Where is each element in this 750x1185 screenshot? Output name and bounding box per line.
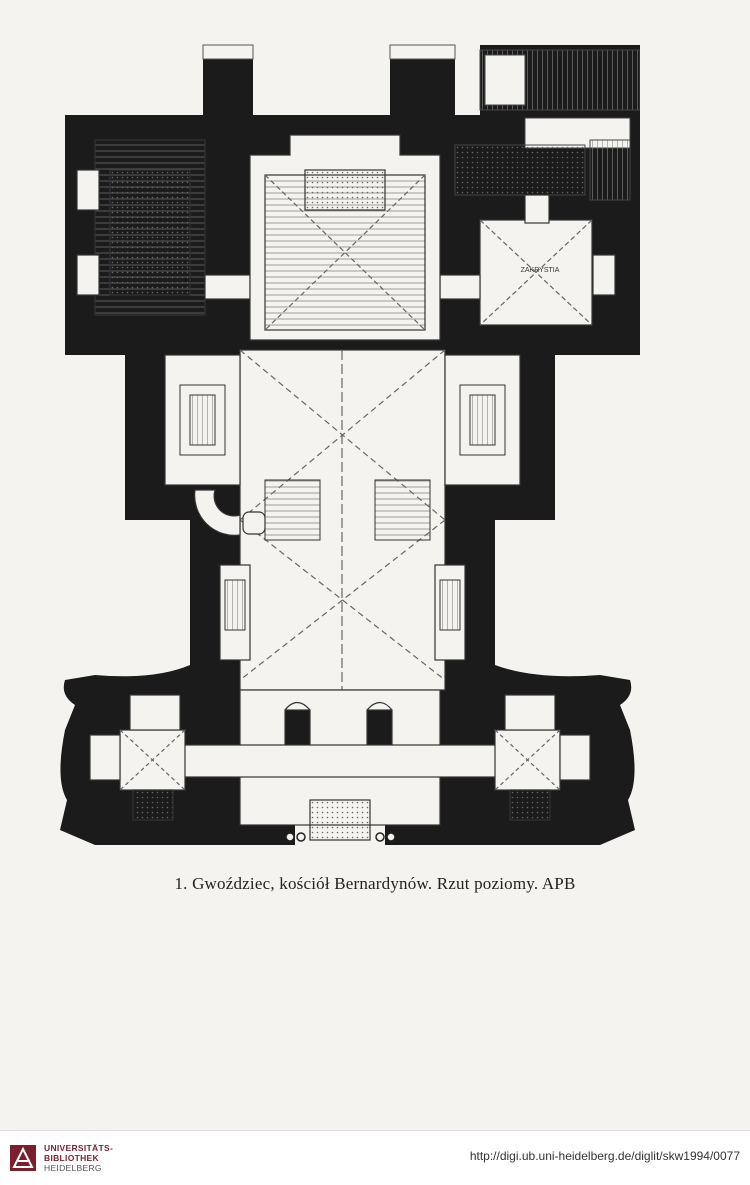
- university-seal-icon: [10, 1145, 36, 1171]
- spiral-stair: [194, 489, 266, 536]
- tower-tops: [202, 44, 456, 60]
- sacristy-room: [439, 194, 616, 326]
- sacristy-label: ZAKRYSTIA: [521, 267, 560, 274]
- library-logo[interactable]: UNIVERSITÄTS- BIBLIOTHEK HEIDELBERG: [8, 1139, 188, 1177]
- pews: [264, 479, 431, 541]
- figure-caption: 1. Gwoździec, kościół Bernardynów. Rzut …: [174, 874, 576, 893]
- vestibule: [129, 689, 561, 841]
- footer-bar: UNIVERSITÄTS- BIBLIOTHEK HEIDELBERG http…: [0, 1130, 750, 1185]
- library-name-line1: UNIVERSITÄTS-: [44, 1143, 114, 1153]
- entrance-columns: [285, 832, 396, 842]
- library-name: UNIVERSITÄTS- BIBLIOTHEK HEIDELBERG: [44, 1143, 113, 1173]
- left-upper-chapel: [76, 139, 251, 316]
- stair-block: [454, 49, 640, 201]
- chancel: [249, 134, 441, 341]
- library-name-line2: BIBLIOTHEK: [44, 1153, 99, 1163]
- permalink-url[interactable]: http://digi.ub.uni-heidelberg.de/diglit/…: [469, 1149, 740, 1163]
- left-lower-tower: [89, 694, 186, 821]
- side-altars: [179, 384, 506, 631]
- church-floor-plan: ZAKRYSTIA: [60, 44, 640, 845]
- right-lower-tower: [494, 694, 591, 821]
- scanned-page: ZAKRYSTIA: [0, 0, 750, 1130]
- library-name-line3: HEIDELBERG: [44, 1163, 102, 1173]
